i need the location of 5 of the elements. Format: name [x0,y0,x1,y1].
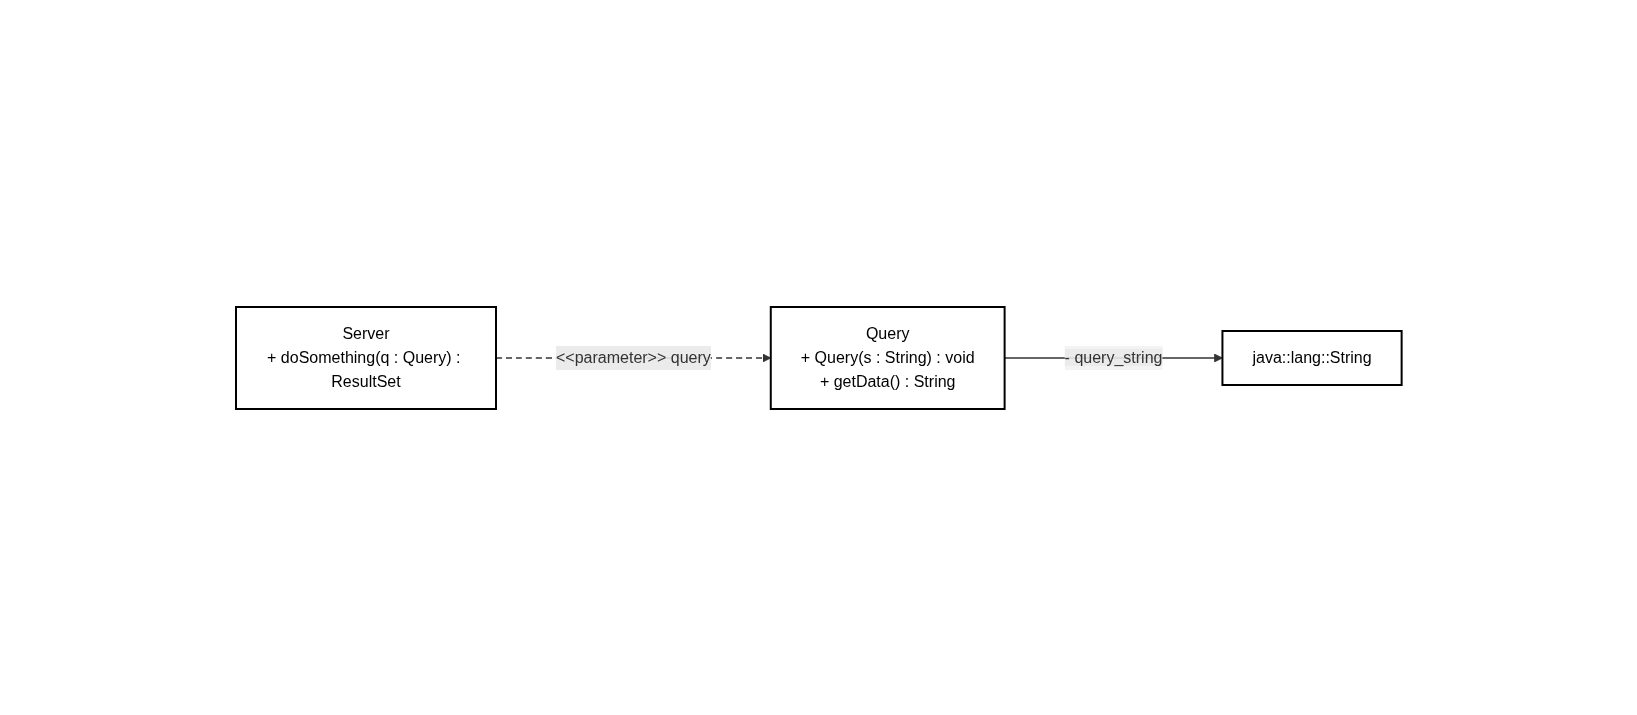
edge-label: <<parameter>> query [555,348,711,366]
node-box: java::lang::String [1221,329,1403,386]
node-box: Server + doSomething(q : Query) : ResultSet [234,305,497,410]
edge-label: - query_string [1064,348,1163,366]
node-box: Query + Query(s : String) : void + getData() : String [769,305,1006,410]
